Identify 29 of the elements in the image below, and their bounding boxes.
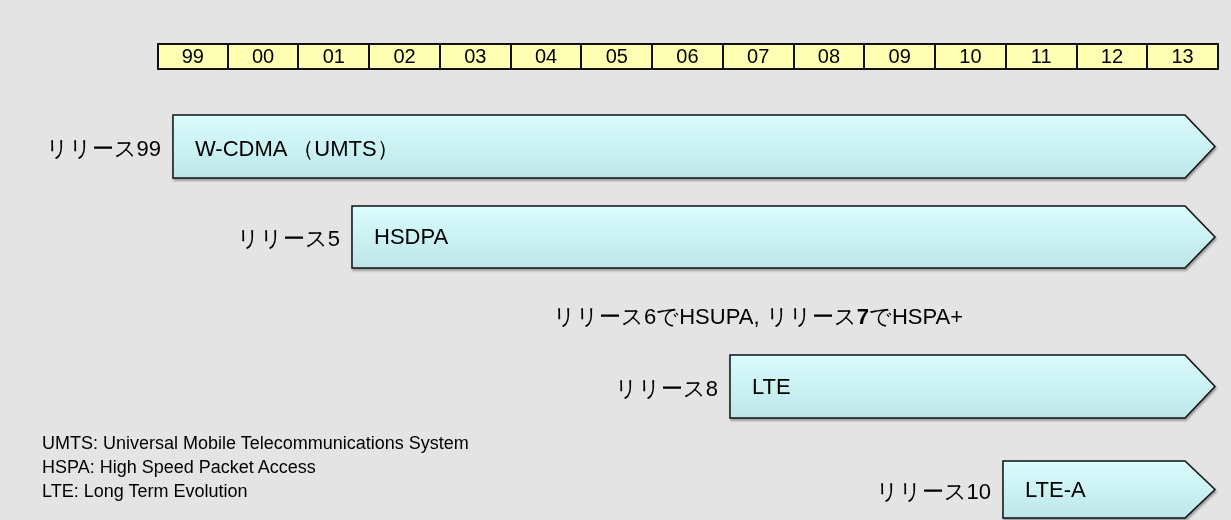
year-cell: 00: [226, 43, 300, 70]
year-cell: 13: [1146, 43, 1219, 70]
year-cell: 11: [1004, 43, 1078, 70]
year-cell: 01: [297, 43, 371, 70]
release-label: リリース5: [236, 225, 340, 253]
release-arrow-shape: [730, 355, 1215, 418]
year-cell: 06: [651, 43, 724, 70]
technology-name: LTE-A: [1025, 476, 1086, 503]
year-cell: 99: [157, 43, 229, 70]
year-cell: 02: [368, 43, 441, 70]
year-cell: 05: [580, 43, 654, 70]
year-cell: 07: [721, 43, 795, 70]
year-cell: 09: [863, 43, 937, 70]
release-label: リリース99: [45, 134, 161, 163]
year-cell: 04: [509, 43, 583, 70]
year-cell: 12: [1075, 43, 1149, 70]
technology-name: LTE: [752, 373, 791, 400]
release-label: リリース10: [875, 477, 991, 506]
release-label: リリース8: [614, 374, 718, 403]
abbreviation-note: LTE: Long Term Evolution: [42, 481, 248, 502]
abbreviation-note: HSPA: High Speed Packet Access: [42, 457, 316, 478]
year-cell: 03: [438, 43, 512, 70]
year-cell: 10: [934, 43, 1007, 70]
year-cell: 08: [792, 43, 866, 70]
technology-name: HSDPA: [374, 224, 449, 250]
release-arrow-shape: [1003, 461, 1215, 518]
technology-name: W-CDMA （UMTS）: [195, 134, 399, 163]
release-note: リリース6でHSUPA, リリース7でHSPA+: [553, 303, 963, 331]
abbreviation-note: UMTS: Universal Mobile Telecommunications System: [42, 433, 469, 454]
